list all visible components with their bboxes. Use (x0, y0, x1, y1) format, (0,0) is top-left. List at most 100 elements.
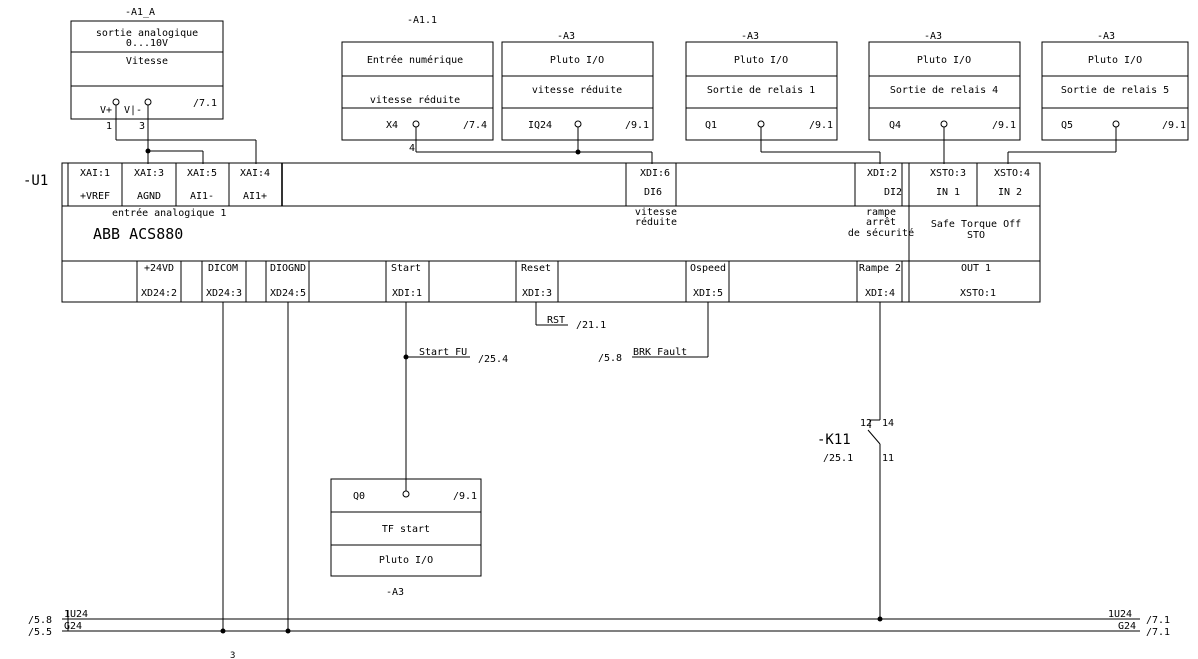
drive-u1: -U1 XAI:1 +VREF XAI:3 AGND XAI:5 AI1- XA… (23, 162, 1041, 303)
a3-pin: IQ24 (528, 120, 552, 131)
a3-page-ref: /9.1 (809, 120, 833, 131)
a1a-line2: 0...10V (126, 38, 168, 49)
a3-title: Pluto I/O (734, 55, 788, 66)
b-rampe2-top: Rampe 2 (859, 263, 901, 274)
a1a-ref: -A1_A (125, 7, 155, 18)
xdi2-id: XDI:2 (867, 168, 897, 179)
rail-1u24-label-left: 1U24 (64, 609, 88, 620)
xai4-id: XAI:4 (240, 168, 270, 179)
a3-name: vitesse réduite (532, 84, 622, 96)
xai3-sig: AGND (137, 191, 161, 202)
a1a-wire1: 1 (106, 121, 112, 132)
a1a-page-ref: /7.1 (193, 98, 217, 109)
rail-1u24-label-right: 1U24 (1108, 609, 1132, 620)
a11-name: vitesse réduite (370, 94, 460, 106)
a3-ref: -A3 (557, 31, 575, 42)
xai3-id: XAI:3 (134, 168, 164, 179)
b-dicom-top: DICOM (208, 263, 238, 274)
bottom-wire-number: 3 (230, 651, 235, 659)
a3-name: Sortie de relais 5 (1061, 85, 1169, 96)
xsto4-sig: IN 2 (998, 187, 1022, 198)
bottom-wires: Start FU /25.4 RST /21.1 BRK Fault /5.8 (220, 302, 883, 634)
signal-rst-ref: /21.1 (576, 320, 606, 331)
xai1-sig: +VREF (80, 191, 110, 202)
terminal-q4 (940, 120, 948, 128)
rail-g24-ref-right: /7.1 (1146, 627, 1170, 638)
a11-pin: X4 (386, 120, 398, 131)
a3b-page-ref: /9.1 (453, 491, 477, 502)
a1a-line1: sortie analogique (96, 28, 198, 39)
a3-pin: Q5 (1061, 120, 1073, 131)
module-a11: -A1.1 Entrée numérique vitesse réduite X… (341, 15, 494, 154)
xdi6-label1: vitesse (635, 207, 677, 218)
a1a-wire3: 3 (139, 121, 145, 132)
b-out1-top: OUT 1 (961, 263, 991, 274)
signal-startfu-ref: /25.4 (478, 354, 508, 365)
b-start-bot: XDI:1 (392, 288, 422, 299)
xdi6-sig: DI6 (644, 187, 662, 198)
a1a-pin-vminus: V|- (124, 105, 142, 116)
a3-title: Pluto I/O (550, 55, 604, 66)
terminal-q0 (402, 490, 410, 498)
rail-g24-label-left: G24 (64, 621, 82, 632)
xdi2-label1: rampe (866, 207, 896, 218)
xdi2-label3: de sécurité (848, 227, 914, 239)
signal-brk: BRK Fault (633, 347, 687, 358)
b-start-top: Start (391, 263, 421, 274)
xai5-id: XAI:5 (187, 168, 217, 179)
b-24vd-top: +24VD (144, 263, 174, 274)
a11-title: Entrée numérique (367, 54, 463, 66)
xsto3-sig: IN 1 (936, 187, 960, 198)
a3-page-ref: /9.1 (1162, 120, 1186, 131)
xsto4-id: XSTO:4 (994, 168, 1030, 179)
k11-p14: 14 (882, 418, 894, 429)
b-out1-bot: XSTO:1 (960, 288, 996, 299)
module-a3-3: -A3 Pluto I/O Sortie de relais 4 Q4 /9.1 (868, 31, 1021, 141)
relay-k11: -K11 /25.1 12 14 11 (817, 418, 894, 464)
xdi2-label2: arrêt (866, 216, 896, 228)
b-diognd-top: DIOGND (270, 263, 306, 274)
u1-sto-label1: Safe Torque Off (931, 219, 1021, 230)
module-a3-1: -A3 Pluto I/O vitesse réduite IQ24 /9.1 (501, 31, 654, 141)
b-dicom-bot: XD24:3 (206, 288, 242, 299)
a3-title: Pluto I/O (1088, 55, 1142, 66)
xdi2-sig: DI2 (884, 187, 902, 198)
rail-g24-label-right: G24 (1118, 621, 1136, 632)
terminal-vplus (112, 98, 120, 106)
supply-rails: 1U24 G24 /5.8 /5.5 1U24 G24 /7.1 /7.1 3 (28, 609, 1170, 659)
a3-ref: -A3 (1097, 31, 1115, 42)
xdi6-label2: réduite (635, 216, 677, 228)
xdi6-id: XDI:6 (640, 168, 670, 179)
terminal-x4 (412, 120, 420, 128)
u1-analog-label: entrée analogique 1 (112, 207, 226, 219)
k11-p11: 11 (882, 453, 894, 464)
a3-name: Sortie de relais 1 (707, 85, 815, 96)
a3-pin: Q4 (889, 120, 901, 131)
a3b-pin: Q0 (353, 491, 365, 502)
b-ospeed-bot: XDI:5 (693, 288, 723, 299)
u1-sto-label2: STO (967, 230, 985, 241)
xsto3-id: XSTO:3 (930, 168, 966, 179)
a3-ref: -A3 (741, 31, 759, 42)
module-a3-2: -A3 Pluto I/O Sortie de relais 1 Q1 /9.1 (685, 31, 838, 141)
rail-1u24-ref-left: /5.8 (28, 615, 52, 626)
xai5-sig: AI1- (190, 191, 214, 202)
b-rampe2-bot: XDI:4 (865, 288, 895, 299)
a3b-name: TF start (382, 524, 430, 535)
a3-title: Pluto I/O (917, 55, 971, 66)
a3-page-ref: /9.1 (992, 120, 1016, 131)
b-24vd-bot: XD24:2 (141, 288, 177, 299)
k11-p12: 12 (860, 418, 872, 429)
b-ospeed-top: Ospeed (690, 263, 726, 274)
a11-page-ref: /7.4 (463, 120, 487, 131)
a3-ref: -A3 (924, 31, 942, 42)
terminal-iq24 (574, 120, 582, 128)
rail-g24-ref-left: /5.5 (28, 627, 52, 638)
module-a1a: -A1_A sortie analogique 0...10V Vitesse … (70, 7, 224, 132)
xai1-id: XAI:1 (80, 168, 110, 179)
u1-name: ABB ACS880 (93, 225, 183, 243)
a3b-title: Pluto I/O (379, 555, 433, 566)
a3-name: Sortie de relais 4 (890, 85, 998, 96)
b-reset-top: Reset (521, 263, 551, 274)
